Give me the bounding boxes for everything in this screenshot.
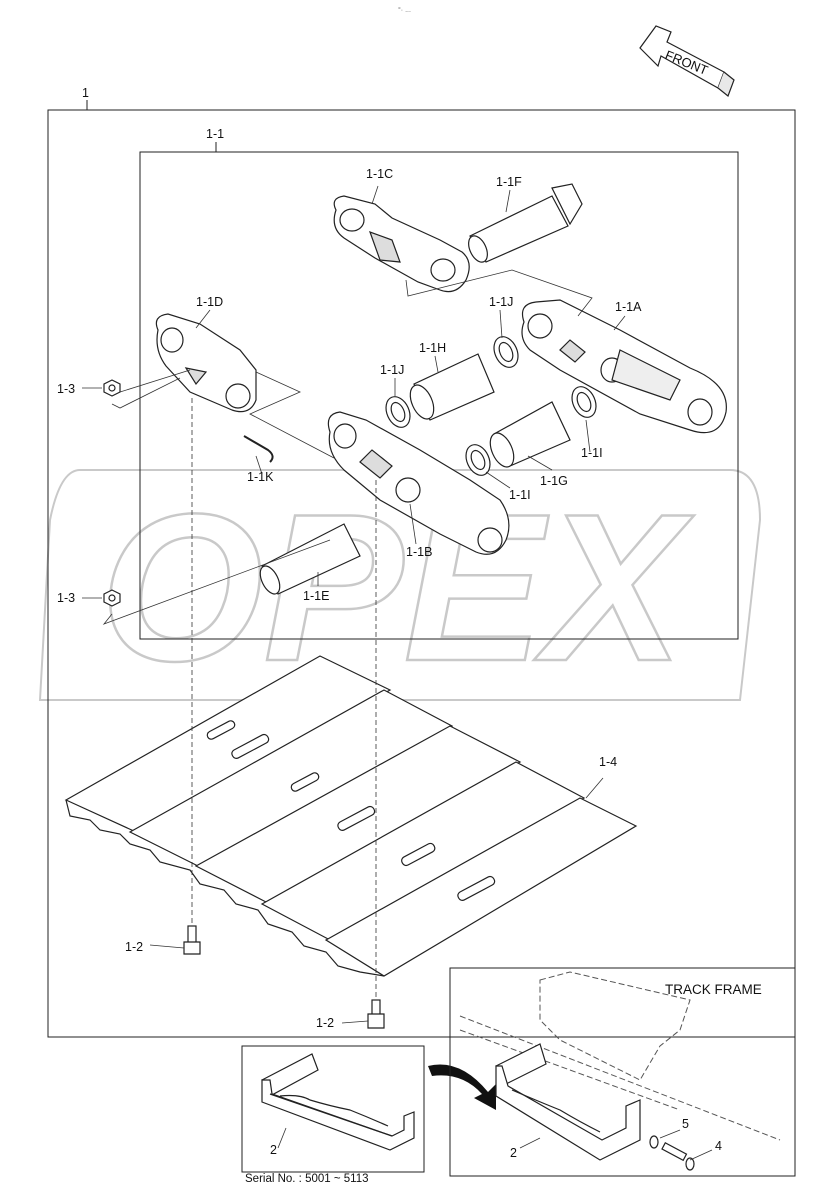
callout-1-2-bottom: 1-2 [316, 1016, 335, 1030]
callout-1-1h: 1-1H [419, 341, 447, 355]
pin-1-1f [468, 183, 583, 263]
callout-1-1e: 1-1E [303, 589, 330, 603]
link-1-1a [521, 299, 727, 434]
track-frame-drawing [459, 971, 781, 1141]
callout-1-1a: 1-1A [615, 300, 642, 314]
assembly-frame [47, 109, 796, 1038]
guard-inset-left [241, 1045, 425, 1173]
lock-1-1k [243, 435, 274, 463]
link-1-1c [333, 195, 470, 293]
callout-1: 1 [82, 86, 89, 100]
callout-1-1j-left: 1-1J [380, 363, 405, 377]
callout-2-left: 2 [270, 1143, 277, 1157]
callout-1-1c: 1-1C [366, 167, 394, 181]
callout-1-1i-lower: 1-1I [509, 488, 531, 502]
washer-5 [649, 1135, 659, 1149]
callout-1-1i-right: 1-1I [581, 446, 603, 460]
callout-2-right: 2 [510, 1146, 517, 1160]
bolt-4 [661, 1142, 695, 1171]
callout-1-1d: 1-1D [196, 295, 224, 309]
pointer-arrow-icon [428, 1064, 496, 1110]
callout-1-3-bottom: 1-3 [57, 591, 76, 605]
pin-1-1e [259, 523, 361, 595]
callout-1-4: 1-4 [599, 755, 618, 769]
bushing-1-1g [489, 401, 571, 468]
callout-5: 5 [682, 1117, 689, 1131]
callout-1-1b: 1-1B [406, 545, 433, 559]
serial-number: Serial No. : 5001 ~ 5113 [245, 1173, 369, 1185]
track-shoe-1-4 [64, 655, 638, 977]
callout-1-3-top: 1-3 [57, 382, 76, 396]
link-assy-frame [139, 151, 739, 640]
inset-title: TRACK FRAME [665, 982, 762, 997]
callout-1-2-left: 1-2 [125, 940, 144, 954]
guard-2-left [261, 1053, 415, 1151]
callout-4: 4 [715, 1139, 722, 1153]
guard-2-right [495, 1043, 641, 1161]
bolt-1-2-left [183, 925, 201, 955]
front-arrow-icon [639, 25, 735, 97]
bushing-1-1h [409, 353, 495, 421]
callout-1-1g: 1-1G [540, 474, 568, 488]
link-1-1d [155, 313, 257, 413]
callout-1-1f: 1-1F [496, 175, 522, 189]
callout-1-1: 1-1 [206, 127, 225, 141]
callout-1-1k: 1-1K [247, 470, 274, 484]
tiny-mark: °· ... [398, 7, 411, 14]
callout-1-1j-right: 1-1J [489, 295, 514, 309]
track-frame-inset [449, 967, 796, 1177]
link-1-1b [327, 411, 510, 555]
bolt-1-2-bottom [367, 999, 385, 1029]
